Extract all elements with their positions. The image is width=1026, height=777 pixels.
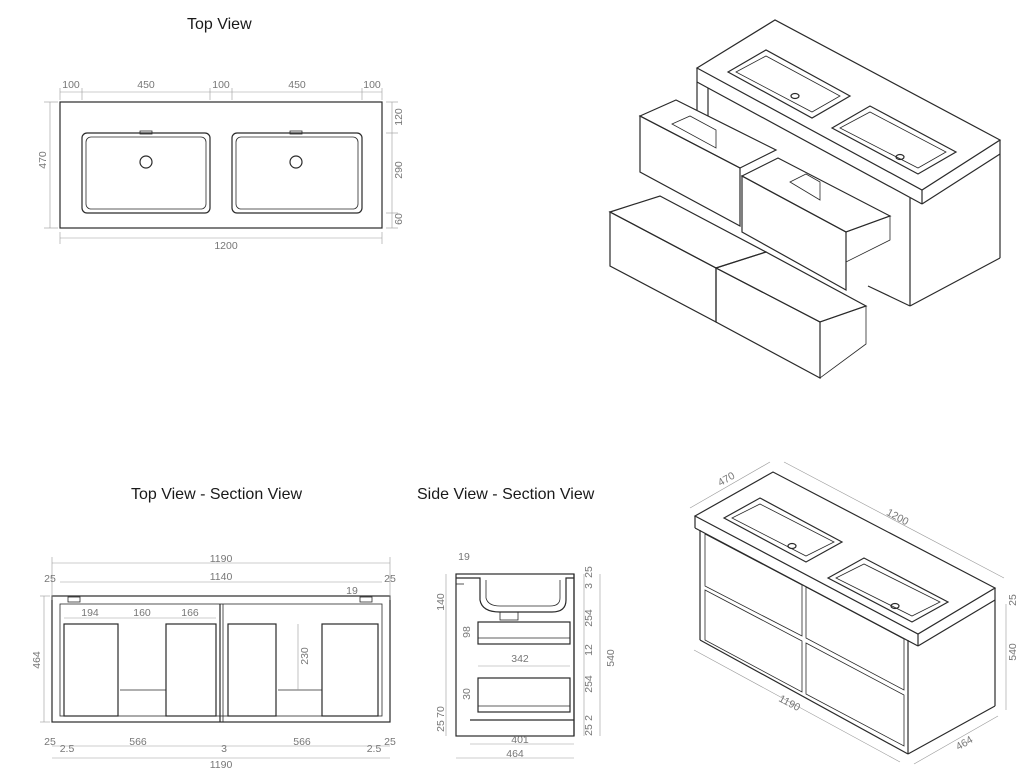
top-view-drawing: 100 450 100 450 100 1200 470 120 290 60 bbox=[37, 79, 405, 252]
dim-120: 120 bbox=[393, 108, 405, 126]
dim-bottom-left-2-5: 2.5 bbox=[60, 743, 75, 755]
dim-450-right: 450 bbox=[288, 79, 306, 91]
side-section-drawing: 19 140 98 30 25 70 342 401 464 25 3 254 … bbox=[435, 551, 617, 760]
dim-side-342: 342 bbox=[511, 653, 529, 665]
dim-290: 290 bbox=[393, 161, 405, 179]
dim-bottom-middle-3: 3 bbox=[221, 743, 227, 755]
dim-section-left-25: 25 bbox=[44, 573, 56, 585]
dim-iso-540: 540 bbox=[1007, 643, 1019, 661]
iso1-drawer-front-upper-left bbox=[639, 115, 741, 228]
dim-section-19: 19 bbox=[346, 585, 358, 597]
iso2-basin-left bbox=[722, 497, 844, 563]
dim-bottom-right-2-5: 2.5 bbox=[367, 743, 382, 755]
dim-side-12: 12 bbox=[583, 644, 595, 656]
dim-100-right: 100 bbox=[363, 79, 381, 91]
dim-bottom-right-566: 566 bbox=[293, 736, 311, 748]
dim-side-19: 19 bbox=[458, 551, 470, 563]
drain-right bbox=[289, 155, 303, 169]
dim-450-left: 450 bbox=[137, 79, 155, 91]
drawer-box-2 bbox=[165, 623, 217, 717]
drain-left bbox=[139, 155, 153, 169]
iso1-drawer-front-lower-right bbox=[715, 267, 821, 380]
dim-depth: 470 bbox=[37, 151, 49, 169]
iso1-drawer-front-upper-right bbox=[741, 174, 847, 292]
dim-bottom-right-25: 25 bbox=[384, 736, 396, 748]
drawer-box-4 bbox=[321, 623, 379, 717]
top-view-title: Top View bbox=[187, 16, 252, 33]
iso2-front-upper-left bbox=[704, 533, 803, 637]
isometric-open-drawers bbox=[608, 19, 1002, 380]
dim-100-mid: 100 bbox=[212, 79, 230, 91]
side-section-view-title: Side View - Section View bbox=[417, 486, 595, 503]
dim-total-width: 1200 bbox=[214, 240, 238, 252]
iso2-front-lower-right bbox=[805, 642, 905, 747]
drawer-box-1 bbox=[63, 623, 119, 717]
dim-194: 194 bbox=[81, 607, 99, 619]
basin-left bbox=[81, 132, 211, 214]
dim-side-25-bottom: 25 bbox=[583, 724, 595, 736]
top-section-view-title: Top View - Section View bbox=[131, 486, 303, 503]
dim-side-2: 2 bbox=[583, 715, 595, 721]
dim-166: 166 bbox=[181, 607, 199, 619]
dim-side-25-left: 25 bbox=[435, 720, 447, 732]
drawer-box-3 bbox=[227, 623, 277, 717]
side-upper-drawer bbox=[477, 621, 571, 645]
isometric-closed-cabinet: 470 1200 25 540 1190 464 bbox=[689, 461, 1019, 765]
dim-bottom-left-566: 566 bbox=[129, 736, 147, 748]
dim-side-140: 140 bbox=[435, 593, 447, 611]
dim-160: 160 bbox=[133, 607, 151, 619]
iso1-basin-left bbox=[726, 49, 852, 119]
dim-100-left: 100 bbox=[62, 79, 80, 91]
dim-section-inner: 1140 bbox=[210, 571, 233, 583]
dim-side-right-3: 3 bbox=[583, 583, 595, 589]
side-lower-drawer bbox=[477, 677, 571, 713]
dim-side-540: 540 bbox=[605, 649, 617, 667]
dim-side-254-lower: 254 bbox=[583, 675, 595, 693]
dim-iso-25: 25 bbox=[1007, 594, 1019, 606]
dim-iso-470: 470 bbox=[716, 470, 737, 489]
dim-side-30: 30 bbox=[461, 688, 473, 700]
dim-side-98: 98 bbox=[461, 626, 473, 638]
countertop-outline bbox=[59, 101, 383, 229]
dim-section-depth: 464 bbox=[31, 651, 43, 669]
dim-side-254-upper: 254 bbox=[583, 609, 595, 627]
iso1-drawer-front-lower-left bbox=[609, 211, 717, 323]
iso2-front-upper-right bbox=[805, 586, 905, 691]
dim-230: 230 bbox=[299, 647, 311, 665]
dim-side-right-25: 25 bbox=[583, 566, 595, 578]
dim-section-overall-bottom: 1190 bbox=[210, 759, 233, 771]
dim-iso-1190: 1190 bbox=[777, 693, 803, 714]
dim-side-464: 464 bbox=[506, 748, 524, 760]
dim-iso-1200: 1200 bbox=[884, 507, 910, 529]
dim-side-70: 70 bbox=[435, 706, 447, 718]
dim-iso-464: 464 bbox=[954, 734, 975, 753]
iso2-countertop bbox=[693, 471, 997, 635]
section-cabinet-outline bbox=[51, 595, 391, 723]
dim-bottom-left-25: 25 bbox=[44, 736, 56, 748]
dim-side-401: 401 bbox=[511, 734, 529, 746]
dim-60: 60 bbox=[393, 213, 405, 225]
side-basin-profile bbox=[456, 577, 574, 613]
iso2-basin-right bbox=[826, 557, 950, 623]
iso1-basin-right bbox=[830, 105, 958, 175]
dim-section-right-25: 25 bbox=[384, 573, 396, 585]
top-section-drawing: 1190 1140 25 25 19 194 160 166 230 464 2… bbox=[31, 553, 396, 771]
basin-right bbox=[231, 132, 363, 214]
iso2-front-lower-left bbox=[704, 589, 803, 693]
dim-section-overall-top: 1190 bbox=[210, 553, 233, 565]
